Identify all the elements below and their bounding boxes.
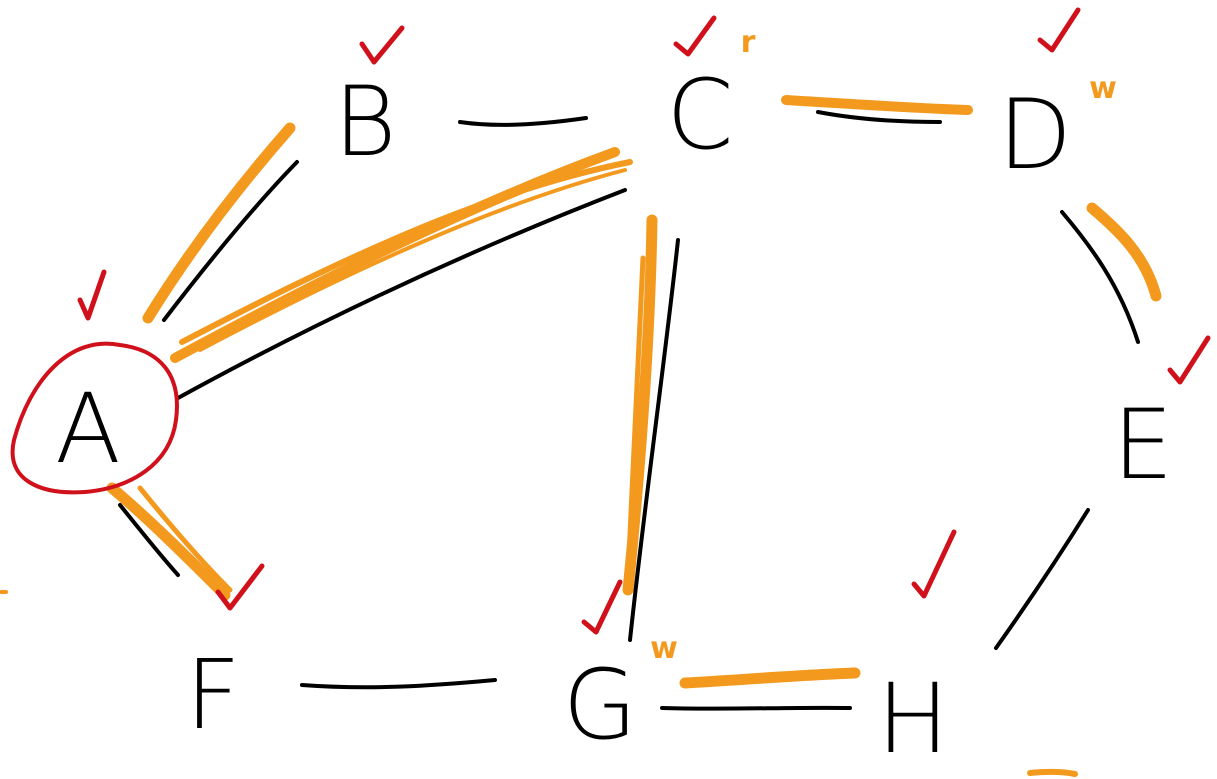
node-marks: r w w: [650, 25, 1117, 666]
edge-g-h-highlight: [679, 667, 861, 689]
start-node-circle: [10, 341, 179, 495]
node-c-check-icon: [673, 15, 717, 57]
edge-c-d-highlight: [781, 95, 973, 115]
edge-a-b-highlight: [142, 122, 296, 324]
highlight-layer: [0, 95, 1162, 777]
node-e-check-icon: [1167, 335, 1211, 385]
node-labels: A B C D E F G H: [55, 59, 1173, 775]
node-f-check-icon: [215, 563, 265, 611]
edge-a-c-highlight: [170, 147, 633, 363]
edge-a-c: [176, 188, 627, 400]
edge-g-h: [660, 705, 852, 711]
edge-c-g: [628, 238, 680, 642]
node-e-label: E: [1113, 389, 1174, 501]
edge-a-f-highlight: [106, 482, 233, 601]
node-a-label: A: [55, 373, 121, 485]
node-c-label: C: [666, 59, 733, 171]
node-g-mark: w: [650, 631, 678, 666]
edge-d-e: [1060, 210, 1140, 344]
edge-a-f: [118, 503, 180, 577]
edge-layer: [118, 110, 1140, 711]
node-d-label: D: [998, 79, 1072, 191]
node-d-mark: w: [1089, 71, 1117, 106]
edge-e-h: [994, 508, 1090, 650]
node-c-mark: r: [741, 25, 756, 60]
edge-b-c: [458, 116, 588, 127]
node-b-label: B: [334, 66, 397, 178]
edge-d-e-highlight: [1086, 202, 1162, 302]
edge-c-d: [816, 110, 942, 124]
edge-f-g: [300, 678, 497, 690]
node-f-label: F: [185, 639, 240, 751]
edge-a-b: [162, 160, 299, 322]
stray-highlight-mark: [1027, 768, 1078, 777]
node-g-label: G: [563, 649, 637, 761]
node-d-check-icon: [1037, 7, 1081, 53]
node-h-label: H: [877, 663, 949, 775]
node-g-check-icon: [581, 579, 623, 635]
node-a-check-icon: [77, 269, 107, 321]
visited-checks: [77, 7, 1211, 635]
node-b-check-icon: [359, 25, 405, 65]
node-h-check-icon: [911, 529, 957, 599]
edge-c-g-highlight: [622, 214, 658, 596]
